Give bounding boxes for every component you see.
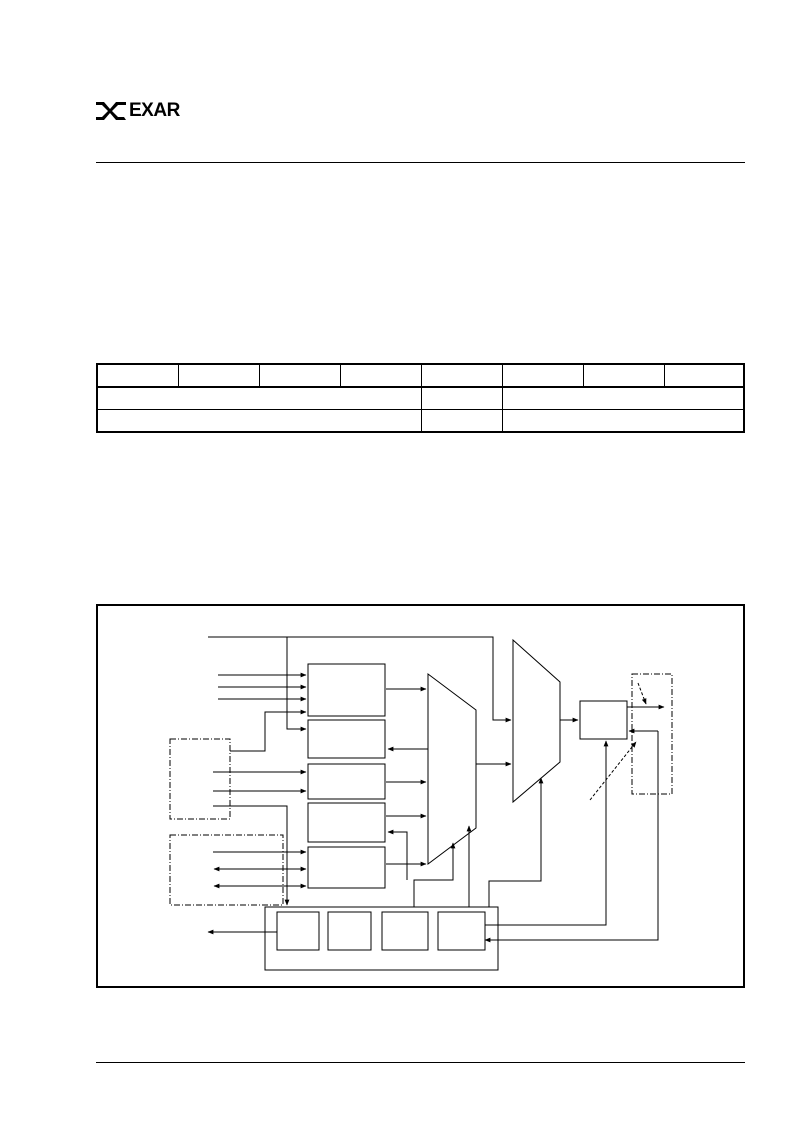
logo-text: EXAR (129, 100, 180, 121)
mux-control-line (413, 842, 456, 907)
input-line (230, 709, 307, 752)
mux-right (512, 638, 561, 804)
control-block-1 (276, 911, 320, 951)
input-block-3 (307, 763, 386, 800)
block-in-line (387, 829, 408, 880)
register-table (96, 363, 745, 433)
input-block-5 (307, 846, 386, 889)
table-row (98, 365, 743, 388)
feedback-line (485, 740, 609, 926)
block-diagram (169, 636, 673, 971)
return-line (484, 731, 659, 943)
dashed-group-right (631, 673, 673, 795)
table-divider (502, 365, 503, 386)
control-container (264, 906, 499, 971)
table-divider (340, 365, 341, 386)
table-divider (502, 410, 503, 431)
control-block-3 (381, 911, 429, 951)
dashed-group-left-bottom (169, 834, 284, 906)
mux-left (427, 673, 477, 865)
table-divider (421, 365, 422, 386)
table-divider (583, 365, 584, 386)
table-divider (178, 365, 179, 386)
control-block-4 (437, 911, 486, 951)
input-block-2 (307, 719, 386, 759)
table-divider (421, 410, 422, 431)
table-divider (502, 388, 503, 409)
table-row (98, 410, 743, 431)
table-divider (259, 365, 260, 386)
input-block-4 (307, 802, 386, 843)
header-rule (96, 162, 745, 163)
dashed-signal-line (589, 741, 637, 801)
control-block-2 (327, 911, 372, 951)
bus-branch (286, 637, 307, 732)
table-divider (664, 365, 665, 386)
block-diagram-frame (96, 604, 745, 988)
dashed-signal-line (637, 682, 647, 705)
table-row (98, 388, 743, 410)
exar-logo-mark-icon (96, 102, 126, 120)
input-line (213, 805, 290, 906)
output-block (579, 700, 628, 740)
company-logo: EXAR (96, 100, 180, 122)
dashed-group-left-top (169, 738, 231, 820)
top-bus-line (208, 636, 512, 723)
input-block-1 (307, 663, 386, 717)
table-divider (421, 388, 422, 409)
mux-control-line (488, 777, 544, 907)
footer-rule (96, 1062, 745, 1063)
